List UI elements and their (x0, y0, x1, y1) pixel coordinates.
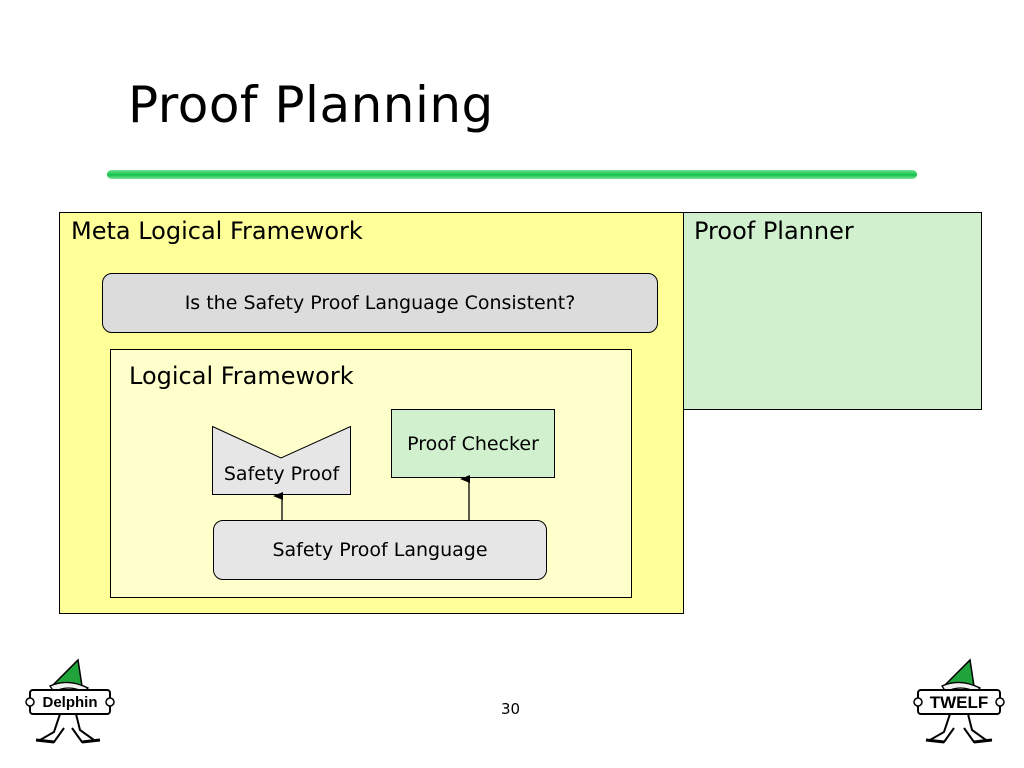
page-number: 30 (501, 700, 521, 718)
proof-planner-box (683, 212, 982, 410)
slide-title: Proof Planning (128, 76, 494, 134)
safety-proof-label: Safety Proof (223, 463, 340, 485)
proof-checker-box: Proof Checker (391, 409, 555, 478)
meta-logical-framework-label: Meta Logical Framework (71, 217, 363, 245)
consistency-question-box: Is the Safety Proof Language Consistent? (102, 273, 658, 333)
delphin-elf-logo: Delphin (25, 658, 115, 744)
delphin-logo-text: Delphin (43, 694, 98, 711)
twelf-logo-text: TWELF (930, 693, 989, 712)
safety-proof-language-label: Safety Proof Language (272, 539, 488, 561)
twelf-elf-logo: TWELF (913, 658, 1005, 744)
safety-proof-language-box: Safety Proof Language (213, 520, 547, 580)
consistency-question-label: Is the Safety Proof Language Consistent? (184, 292, 576, 314)
proof-planner-label: Proof Planner (694, 217, 854, 245)
proof-checker-label: Proof Checker (407, 432, 539, 455)
safety-proof-shape (212, 426, 351, 495)
logical-framework-label: Logical Framework (129, 362, 354, 390)
title-underline (107, 170, 917, 179)
